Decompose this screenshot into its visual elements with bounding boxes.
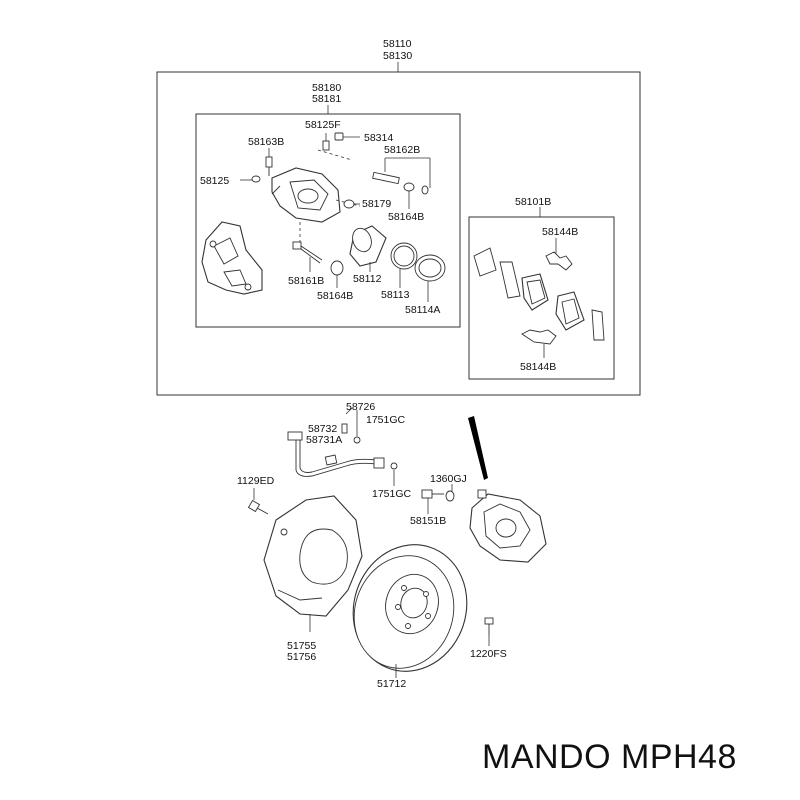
bolt-58732 [341,407,353,434]
label-shield-1: 51755 [287,640,316,652]
label-1129ED: 1129ED [237,475,275,487]
brand-caption: MANDO MPH48 [482,738,737,776]
caliper-assembly-frame [156,71,641,396]
label-1360GJ: 1360GJ [430,473,467,485]
cap-58314 [334,132,360,141]
caliper-housing [271,167,341,223]
label-58314: 58314 [364,132,393,144]
label-58731A: 58731A [306,434,342,446]
assembled-caliper [469,489,547,563]
cap-1360GJ [445,484,455,502]
label-shield-2: 51756 [287,651,316,663]
caliper-bracket [201,221,263,295]
label-1220FS: 1220FS [470,648,507,660]
label-58163B: 58163B [248,136,284,148]
brake-disc [352,544,468,678]
screw-1220FS [484,617,494,646]
label-58162B: 58162B [384,144,420,156]
label-1751GC-lower: 1751GC [372,488,412,500]
brake-pads [473,247,605,341]
label-58144B-lower: 58144B [520,361,556,373]
label-58732: 58732 [308,423,337,435]
label-58114A: 58114A [405,304,440,316]
piston-seal-58113 [390,242,418,288]
bleeder-screw-58125F [322,133,330,151]
label-1751GC-upper: 1751GC [366,414,406,426]
pad-clip-lower-58144B [521,329,557,358]
label-58151B: 58151B [410,515,446,527]
washer-1751GC-upper [353,410,361,444]
guide-pin-58162B [372,157,431,195]
label-51712: 51712 [377,678,406,690]
label-58112: 58112 [353,273,382,285]
guide-bolt-58161B [292,241,323,272]
label-caliper-assy-2: 58181 [312,93,341,105]
label-58125: 58125 [200,175,229,187]
label-assy-top-2: 58130 [383,50,412,62]
pad-kit-frame [468,216,615,380]
guide-bolt-58163B [265,148,273,176]
label-58164B-lower: 58164B [317,290,353,302]
label-caliper-assy-1: 58180 [312,82,341,94]
boot-58179 [343,199,360,209]
bolt-1129ED [247,488,269,515]
label-58726: 58726 [346,401,375,413]
pad-clip-upper-58144B [545,238,573,271]
piston-58112 [349,225,387,272]
piston-boot-58114A [414,254,446,302]
brake-hose [287,431,385,477]
pointer-arrow [468,416,488,480]
label-58113: 58113 [381,289,410,301]
label-58179: 58179 [362,198,391,210]
label-58125F: 58125F [305,119,341,131]
dust-shield [263,495,363,632]
label-assy-top-1: 58110 [383,38,412,50]
label-58164B-upper: 58164B [388,211,424,223]
label-58101B: 58101B [515,196,551,208]
washer-1751GC-lower [390,462,398,486]
boot-58164B-lower [330,260,344,288]
washer-58125 [240,175,261,183]
label-58161B: 58161B [288,275,324,287]
label-58144B-upper: 58144B [542,226,578,238]
bolt-58151B [421,489,444,514]
